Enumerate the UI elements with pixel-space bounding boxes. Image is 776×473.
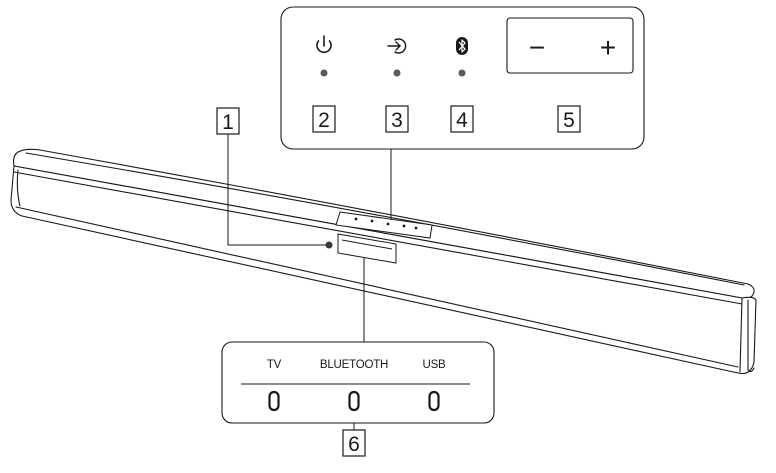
front-indicator-panel: TV BLUETOOTH USB bbox=[221, 341, 495, 424]
callout-2-label: 2 bbox=[318, 109, 330, 132]
callout-5: 5 bbox=[557, 105, 581, 133]
callout-3: 3 bbox=[385, 105, 409, 133]
volume-plus-button[interactable]: + bbox=[600, 32, 616, 63]
callout-5-label: 5 bbox=[563, 109, 575, 132]
soundbar-right-end bbox=[739, 297, 755, 373]
soundbar-top-rim bbox=[25, 152, 745, 286]
remote-sensor-dot bbox=[325, 241, 333, 249]
callout-6-label: 6 bbox=[348, 433, 360, 456]
top-control-panel: − + bbox=[280, 6, 645, 150]
power-icon[interactable] bbox=[316, 35, 332, 54]
volume-button-group bbox=[506, 17, 634, 74]
tv-indicator-light bbox=[268, 390, 280, 412]
soundbar-left-end bbox=[16, 169, 21, 207]
soundbar-bottom-edge bbox=[15, 206, 739, 368]
callout-2: 2 bbox=[312, 105, 336, 133]
soundbar-touch-strip bbox=[335, 211, 433, 239]
usb-indicator-light bbox=[428, 390, 440, 412]
callout-3-label: 3 bbox=[391, 109, 403, 132]
bluetooth-indicator-light bbox=[348, 390, 360, 412]
soundbar-body bbox=[10, 148, 757, 375]
usb-indicator-label: USB bbox=[422, 359, 446, 371]
soundbar-front-edge bbox=[13, 171, 743, 305]
input-icon[interactable] bbox=[387, 38, 407, 54]
leader-line-1 bbox=[227, 134, 326, 246]
callout-1: 1 bbox=[216, 107, 240, 135]
tv-indicator-label: TV bbox=[267, 359, 282, 371]
bluetooth-indicator-label: BLUETOOTH bbox=[320, 359, 388, 371]
callout-4-label: 4 bbox=[456, 109, 468, 132]
soundbar-indicator-area bbox=[337, 233, 397, 264]
bluetooth-indicator-dot bbox=[458, 69, 466, 77]
input-indicator-dot bbox=[393, 69, 401, 77]
volume-minus-button[interactable]: − bbox=[529, 32, 545, 63]
callout-1-label: 1 bbox=[222, 111, 234, 134]
bluetooth-icon[interactable] bbox=[456, 37, 468, 55]
callout-4: 4 bbox=[450, 105, 474, 133]
callout-6: 6 bbox=[342, 429, 366, 457]
power-indicator-dot bbox=[320, 69, 328, 77]
soundbar-front-face bbox=[10, 165, 757, 375]
